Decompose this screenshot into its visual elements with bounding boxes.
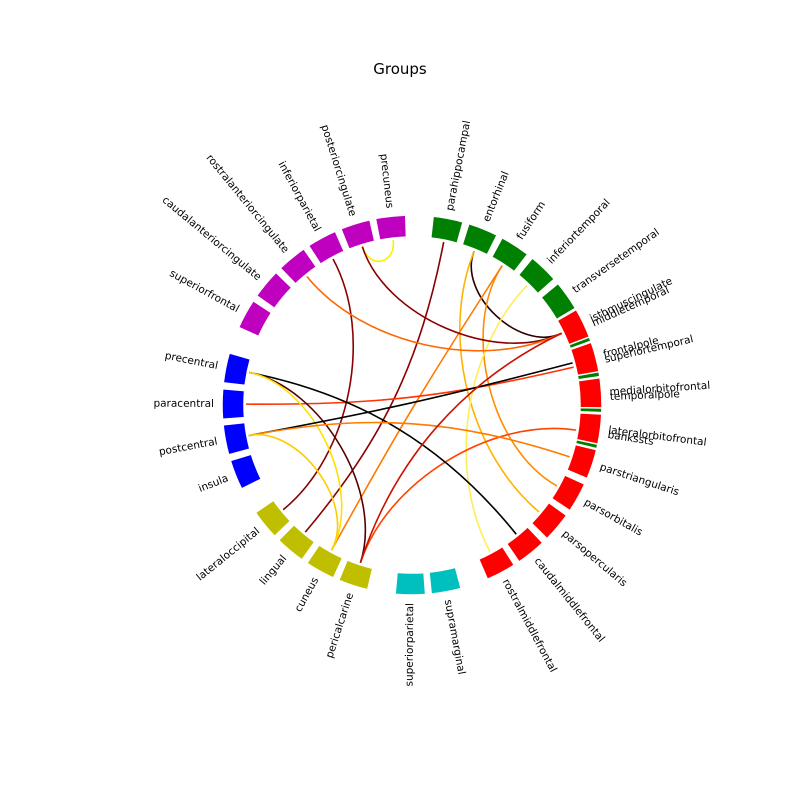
node-arc-rostralanteriorcingulate bbox=[279, 247, 318, 286]
diagram-title: Groups bbox=[373, 60, 427, 78]
node-label-inferiorparietal: inferiorparietal bbox=[275, 159, 323, 233]
node-arc-lateralorbitofrontal bbox=[575, 412, 603, 446]
edge-fusiform-cuneus bbox=[330, 265, 503, 551]
node-label-precentral: precentral bbox=[164, 350, 219, 372]
node-arc-caudalmiddlefrontal bbox=[505, 525, 544, 564]
edge-superiortemporal-paracentral bbox=[245, 366, 574, 405]
node-arc-frontalpole bbox=[569, 341, 600, 377]
node-label-cuneus: cuneus bbox=[292, 575, 321, 614]
node-label-isthmuscingulate: isthmuscingulate bbox=[588, 275, 674, 325]
edges-layer bbox=[245, 239, 577, 564]
edge-entorhinal-isthmuscingulate bbox=[470, 250, 563, 339]
edge-postcentral-frontalpole bbox=[248, 362, 573, 437]
node-arc-inferiorparietal bbox=[307, 230, 346, 266]
node-label-fusiform: fusiform bbox=[515, 199, 549, 242]
node-label-superiorfrontal: superiorfrontal bbox=[167, 267, 241, 315]
node-arc-postcentral bbox=[222, 421, 251, 456]
node-arc-posteriorcingulate bbox=[339, 218, 376, 251]
node-label-inferiortemporal: inferiortemporal bbox=[545, 197, 613, 267]
node-arc-caudalanteriorcingulate bbox=[255, 271, 293, 310]
edge-parahippocampal-lingual bbox=[304, 241, 445, 533]
node-arc-supramarginal bbox=[428, 566, 463, 595]
edge-postcentral-cuneus bbox=[248, 433, 339, 551]
node-arc-parsopercularis bbox=[530, 501, 568, 540]
node-arc-transversetemporal bbox=[540, 282, 577, 321]
node-label-parahippocampal: parahippocampal bbox=[444, 120, 473, 212]
node-arc-rostralmiddlefrontal bbox=[477, 545, 516, 581]
node-arc-precentral bbox=[222, 352, 252, 387]
node-label-temporalpole: temporalpole bbox=[610, 388, 680, 403]
node-label-pericalcarine: pericalcarine bbox=[324, 591, 357, 659]
node-label-rostralmiddlefrontal: rostralmiddlefrontal bbox=[500, 577, 559, 674]
node-arc-precuneus bbox=[374, 214, 408, 242]
node-label-entorhinal: entorhinal bbox=[481, 170, 512, 224]
node-arc-parstriangularis bbox=[565, 443, 598, 480]
node-label-parsopercularis: parsopercularis bbox=[560, 528, 630, 589]
node-label-lateraloccipital: lateraloccipital bbox=[194, 525, 262, 583]
node-arc-parsorbitalis bbox=[550, 473, 586, 512]
edge-inferiortemporal-rostralmiddlefrontal bbox=[465, 284, 528, 552]
node-label-paracentral: paracentral bbox=[153, 398, 214, 410]
edge-posteriorcingulate-isthmuscingulate bbox=[361, 246, 563, 344]
nodes-layer bbox=[221, 214, 603, 596]
node-label-caudalmiddlefrontal: caudalmiddlefrontal bbox=[532, 555, 607, 644]
node-arc-entorhinal bbox=[461, 222, 499, 256]
node-arc-medialorbitofrontal bbox=[577, 376, 603, 409]
edge-pericalcarine-isthmuscingulate bbox=[359, 332, 563, 564]
node-label-insula: insula bbox=[197, 472, 230, 495]
node-arc-lingual bbox=[277, 523, 316, 561]
edge-postcentral-parstriangularis bbox=[248, 421, 570, 458]
node-arc-paracentral bbox=[221, 387, 246, 421]
node-arc-cuneus bbox=[305, 543, 344, 580]
node-arc-isthmuscingulate bbox=[556, 308, 591, 346]
edge-entorhinal-parsopercularis bbox=[459, 250, 540, 513]
node-arc-superiorparietal bbox=[394, 571, 427, 596]
node-label-precuneus: precuneus bbox=[377, 153, 395, 209]
node-label-supramarginal: supramarginal bbox=[442, 599, 468, 676]
node-arc-pericalcarine bbox=[337, 559, 374, 591]
node-label-parsorbitalis: parsorbitalis bbox=[582, 496, 645, 538]
edge-inferiorparietal-lateraloccipital bbox=[282, 258, 355, 511]
node-label-parstriangularis: parstriangularis bbox=[598, 461, 680, 498]
edge-rostralanteriorcingulate-isthmuscingulate bbox=[306, 276, 563, 352]
node-label-lingual: lingual bbox=[258, 553, 290, 588]
edge-bankssts-pericalcarine bbox=[359, 427, 577, 564]
node-arc-fusiform bbox=[490, 236, 529, 273]
edge-precentral-caudalmiddlefrontal bbox=[249, 371, 517, 535]
node-arc-lateraloccipital bbox=[254, 499, 292, 538]
edge-precentral-pericalcarine bbox=[249, 371, 366, 564]
node-arc-inferiortemporal bbox=[517, 256, 556, 295]
node-arc-parahippocampal bbox=[429, 215, 465, 245]
node-arc-insula bbox=[229, 453, 263, 490]
node-label-superiorparietal: superiorparietal bbox=[404, 603, 417, 687]
node-label-lateralorbitofrontal: lateralorbitofrontal bbox=[608, 424, 708, 448]
node-arc-superiorfrontal bbox=[237, 299, 273, 338]
node-label-postcentral: postcentral bbox=[158, 436, 219, 459]
edge-precentral-cuneus bbox=[249, 371, 343, 551]
node-label-posteriorcingulate: posteriorcingulate bbox=[319, 123, 359, 218]
